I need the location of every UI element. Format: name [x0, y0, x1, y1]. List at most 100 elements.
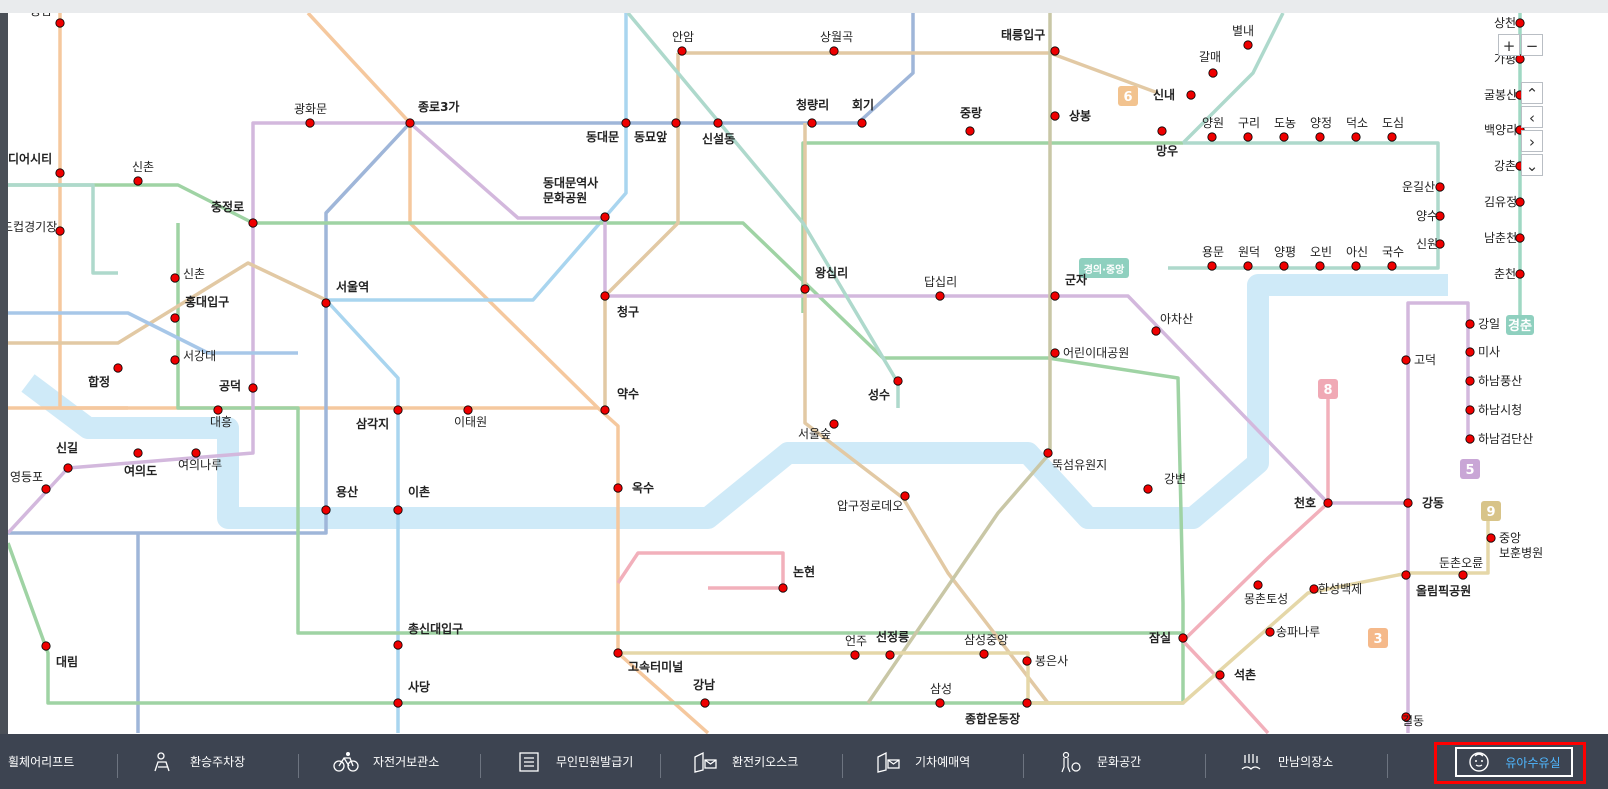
station-seogangdae[interactable]: 서강대: [170, 349, 216, 365]
station-gangil[interactable]: 강일: [1465, 317, 1500, 331]
station-dot[interactable]: [829, 46, 839, 56]
station-gunja[interactable]: 군자: [1050, 272, 1087, 301]
station-dot[interactable]: [321, 298, 331, 308]
station-dongdaemun[interactable]: 동대문: [586, 118, 631, 144]
station-dot[interactable]: [213, 405, 223, 415]
station-oksu[interactable]: 옥수: [613, 480, 654, 495]
station-dot[interactable]: [778, 583, 788, 593]
station-jonghapundong[interactable]: 종합운동장: [965, 698, 1032, 726]
station-dot[interactable]: [1435, 182, 1445, 192]
station-dot[interactable]: [1151, 326, 1161, 336]
station-cheonggu[interactable]: 청구: [600, 291, 639, 319]
station-dmc[interactable]: 디어시티: [8, 151, 65, 178]
zoom-out-button[interactable]: −: [1521, 34, 1543, 56]
station-daerim[interactable]: 대림: [41, 641, 78, 669]
station-seongsu[interactable]: 성수: [868, 376, 903, 402]
station-dot[interactable]: [113, 363, 123, 373]
station-ichon[interactable]: 이촌: [393, 484, 430, 515]
station-dot[interactable]: [1515, 269, 1525, 279]
station-dot[interactable]: [1207, 132, 1217, 142]
station-dot[interactable]: [170, 273, 180, 283]
station-dot[interactable]: [1253, 580, 1263, 590]
filter-culture[interactable]: 문화공간: [1057, 734, 1141, 789]
station-chuncheon[interactable]: 춘천: [1494, 266, 1525, 281]
station-achasan[interactable]: 아차산: [1151, 312, 1193, 336]
station-dot[interactable]: [1351, 261, 1361, 271]
station-apgujeong[interactable]: 압구정로데오: [837, 491, 910, 513]
station-yeouido[interactable]: 여의도: [124, 448, 157, 478]
station-dot[interactable]: [965, 126, 975, 136]
station-dot[interactable]: [1465, 405, 1475, 415]
station-cheonho[interactable]: 천호: [1294, 495, 1333, 510]
station-dot[interactable]: [1215, 670, 1225, 680]
station-wondeok[interactable]: 원덕: [1238, 245, 1260, 271]
station-dot[interactable]: [807, 118, 817, 128]
station-songpanaru[interactable]: 송파나루: [1265, 625, 1320, 639]
station-dot[interactable]: [1208, 68, 1218, 78]
station-dot[interactable]: [857, 118, 867, 128]
station-gangbyeon[interactable]: 강변: [1143, 472, 1186, 494]
station-dot[interactable]: [600, 212, 610, 222]
station-dot[interactable]: [463, 405, 473, 415]
station-dot[interactable]: [321, 505, 331, 515]
station-olympic[interactable]: 올림픽공원: [1401, 570, 1471, 598]
station-jamsil[interactable]: 잠실: [1149, 630, 1188, 645]
station-baegyangni[interactable]: 백양리: [1484, 123, 1525, 137]
station-dot[interactable]: [1243, 40, 1253, 50]
pan-down-button[interactable]: ⌄: [1521, 154, 1543, 176]
pan-up-button[interactable]: ⌃: [1521, 82, 1543, 104]
station-sinwon[interactable]: 신원: [1416, 237, 1445, 251]
station-itaewon[interactable]: 이태원: [454, 405, 487, 429]
station-dot[interactable]: [1465, 347, 1475, 357]
station-yangsu[interactable]: 양수: [1416, 209, 1445, 223]
station-ungilsan[interactable]: 운길산: [1402, 180, 1445, 194]
station-dot[interactable]: [1458, 570, 1468, 580]
station-jongno3ga[interactable]: 종로3가: [405, 99, 460, 128]
station-anam[interactable]: 안암: [672, 30, 694, 56]
station-eonju[interactable]: 언주: [845, 634, 867, 660]
station-dot[interactable]: [1403, 498, 1413, 508]
station-dot[interactable]: [405, 118, 415, 128]
station-dot[interactable]: [55, 226, 65, 236]
station-seoulforest[interactable]: 서울숲: [798, 419, 839, 441]
station-donong[interactable]: 도농: [1274, 116, 1296, 142]
filter-transfer-parking[interactable]: 환승주차장: [150, 734, 245, 789]
station-dot[interactable]: [700, 698, 710, 708]
station-dot[interactable]: [979, 649, 989, 659]
station-dot[interactable]: [133, 448, 143, 458]
station-dot[interactable]: [1309, 584, 1319, 594]
station-byeollae[interactable]: 별내: [1232, 24, 1254, 50]
station-dunchon[interactable]: 둔촌오륜: [1439, 556, 1483, 580]
station-guri[interactable]: 구리: [1238, 116, 1260, 142]
station-hanampungsan[interactable]: 하남풍산: [1465, 374, 1522, 388]
zoom-in-button[interactable]: +: [1498, 34, 1520, 56]
station-dot[interactable]: [621, 118, 631, 128]
station-dot[interactable]: [1401, 570, 1411, 580]
station-chongsin[interactable]: 총신대입구: [393, 621, 463, 650]
station-dot[interactable]: [893, 376, 903, 386]
station-dot[interactable]: [900, 491, 910, 501]
station-dot[interactable]: [1050, 46, 1060, 56]
filter-civil-kiosk[interactable]: 무인민원발급기: [516, 734, 633, 789]
station-dot[interactable]: [1351, 132, 1361, 142]
station-dot[interactable]: [850, 650, 860, 660]
station-yangjeong[interactable]: 양정: [1310, 116, 1332, 142]
station-dot[interactable]: [1387, 261, 1397, 271]
station-worldcup[interactable]: 드컵경기장: [8, 220, 65, 236]
station-dot[interactable]: [1022, 698, 1032, 708]
station-sangcheon[interactable]: 상천: [1494, 15, 1525, 30]
station-dot[interactable]: [393, 640, 403, 650]
station-dot[interactable]: [41, 484, 51, 494]
station-dosim[interactable]: 도심: [1382, 116, 1404, 142]
station-wangsimni[interactable]: 왕십리: [800, 265, 848, 294]
station-dot[interactable]: [55, 168, 65, 178]
station-samgakji[interactable]: 삼각지: [356, 405, 403, 431]
station-dot[interactable]: [800, 284, 810, 294]
filter-meeting-place[interactable]: 만남의장소: [1238, 734, 1333, 789]
station-asin[interactable]: 아신: [1346, 245, 1368, 271]
station-hanamsicheong[interactable]: 하남시청: [1465, 403, 1522, 417]
station-sangwolgok[interactable]: 상월곡: [820, 30, 853, 56]
